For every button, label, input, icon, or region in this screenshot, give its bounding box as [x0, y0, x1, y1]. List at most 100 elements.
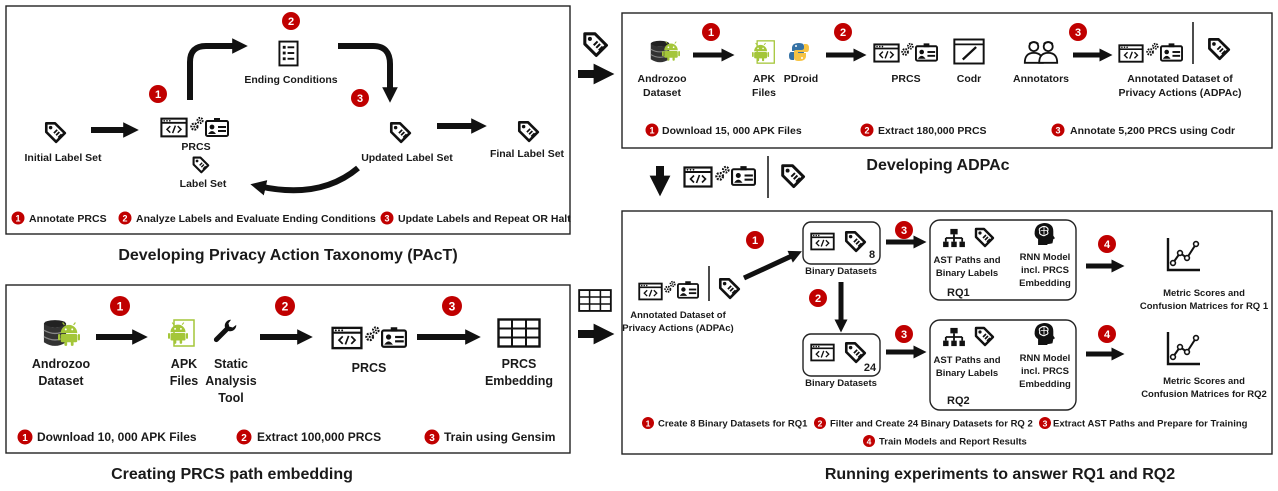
emb-tool-line1: Static	[214, 357, 248, 371]
rq2-rnn-line1: RNN Model	[1020, 353, 1071, 364]
emb-legend-2: 2 Extract 100,000 PRCS	[236, 429, 381, 445]
ending-conditions-label: Ending Conditions	[244, 74, 337, 86]
rq1-dataset-count: 8	[869, 249, 875, 261]
label-set-tag-icon	[192, 156, 210, 174]
rq1-rnn-line3: Embedding	[1019, 278, 1071, 289]
id-card-icon	[731, 165, 756, 186]
rq2-metrics-line2: Confusion Matrices for RQ2	[1141, 389, 1267, 400]
exp-legend-1: 1 Create 8 Binary Datasets for RQ1	[642, 417, 808, 430]
annotators-icon	[1023, 41, 1059, 64]
hierarchy-icon	[942, 327, 966, 347]
embedding-title: Creating PRCS path embedding	[111, 466, 353, 483]
rq1-model-box	[929, 219, 1077, 301]
adpac-dataset-line2: Privacy Actions (ADPAc)	[1118, 87, 1241, 99]
badge-number: 4	[867, 437, 872, 447]
python-icon	[789, 43, 809, 61]
emb-badge-3: 3	[442, 296, 462, 316]
badge-number: 3	[1055, 126, 1060, 136]
rq1-datasets-box	[802, 221, 881, 265]
emb-apk-line1: APK	[171, 357, 197, 371]
adpac-annotators-label: Annotators	[1013, 73, 1069, 85]
id-card-icon	[915, 42, 938, 62]
adpac-badge-2: 2	[834, 23, 852, 41]
badge-number: 3	[1075, 27, 1081, 39]
rq2-rnn-line3: Embedding	[1019, 379, 1071, 390]
exp-input-line1: Annotated Dataset of	[630, 310, 726, 321]
exp-badge-4a: 4	[1098, 235, 1116, 253]
adpac-dataset-line1: Annotated Dataset of	[1127, 73, 1233, 85]
emb-apk-line2: Files	[170, 374, 199, 388]
badge-number: 1	[155, 89, 161, 101]
rq2-rnn-line2: incl. PRCS	[1021, 366, 1069, 377]
emb-step3-text: Train using Gensim	[444, 430, 555, 444]
badge-number: 2	[864, 126, 869, 136]
pact-flow-badge-2: 2	[282, 12, 300, 30]
exp-step1-text: Create 8 Binary Datasets for RQ1	[658, 419, 808, 430]
code-window-icon	[683, 166, 713, 188]
code-window-icon	[1118, 44, 1144, 63]
rq1-ast-line2: Binary Labels	[936, 268, 998, 279]
adpac-step1-text: Download 15, 000 APK Files	[662, 125, 802, 137]
adpac-badge-3: 3	[1069, 23, 1087, 41]
rq1-label: RQ1	[947, 287, 970, 299]
emb-androzoo-line2: Dataset	[38, 374, 84, 388]
adpac-prcs-label: PRCS	[891, 73, 920, 85]
gears-icon	[715, 165, 730, 181]
adpac-legend-1: 1 Download 15, 000 APK Files	[645, 123, 802, 137]
experiments-title: Running experiments to answer RQ1 and RQ…	[825, 466, 1175, 483]
emb-prcs-embedding-line2: Embedding	[485, 374, 553, 388]
adpac-legend-3: 3 Annotate 5,200 PRCS using Codr	[1051, 123, 1235, 137]
codr-window-icon	[953, 38, 985, 65]
updated-label-tag-icon	[389, 121, 412, 144]
embedding-panel: Androzoo Dataset 1 APK Files Static Anal…	[5, 284, 571, 454]
rq1-metrics-line1: Metric Scores and	[1163, 288, 1245, 299]
final-label-tag-icon	[517, 120, 540, 143]
code-window-icon	[160, 117, 188, 138]
emb-step1-text: Download 10, 000 APK Files	[37, 430, 197, 444]
emb-tool-line3: Tool	[218, 391, 243, 405]
adpac-step2-text: Extract 180,000 PRCS	[878, 125, 987, 137]
badge-number: 3	[429, 433, 435, 444]
adpac-apk-line1: APK	[753, 73, 776, 85]
gears-icon	[901, 42, 914, 56]
badge-number: 1	[117, 300, 124, 314]
id-card-icon	[381, 326, 407, 348]
pact-title: Developing Privacy Action Taxonomy (PAcT…	[118, 247, 457, 264]
badge-number: 2	[815, 293, 821, 305]
apk-file-icon	[168, 320, 194, 346]
emb-androzoo-line1: Androzoo	[32, 357, 91, 371]
pact-flow-badge-3: 3	[351, 89, 369, 107]
rq2-ast-line2: Binary Labels	[936, 368, 998, 379]
id-card-icon	[205, 117, 229, 137]
wrench-icon	[213, 319, 237, 343]
tag-icon	[781, 164, 806, 189]
emb-step2-text: Extract 100,000 PRCS	[257, 430, 381, 444]
badge-number: 2	[122, 214, 127, 224]
emb-prcs-embedding-line1: PRCS	[502, 357, 537, 371]
badge-number: 3	[1043, 419, 1048, 429]
tag-icon	[844, 230, 867, 253]
rq2-dataset-count: 24	[864, 362, 877, 374]
badge-number: 2	[288, 16, 294, 28]
adpac-panel: Androzoo Dataset 1 APK Files PDroid 2 PR…	[621, 12, 1273, 149]
line-chart-icon	[1166, 330, 1202, 366]
pact-legend-1: 1 Annotate PRCS	[11, 211, 107, 225]
rq2-binary-datasets-label: Binary Datasets	[805, 378, 877, 389]
adpac-title: Developing ADPAc	[866, 157, 1009, 174]
connector-top	[578, 32, 615, 85]
gears-icon	[365, 326, 380, 342]
emb-legend-1: 1 Download 10, 000 APK Files	[17, 429, 197, 445]
adpac-codr-label: Codr	[957, 73, 982, 85]
code-window-icon	[331, 326, 363, 350]
tag-icon	[844, 341, 867, 364]
rq1-rnn-line2: incl. PRCS	[1021, 265, 1069, 276]
pact-prcs-label: PRCS	[181, 141, 210, 153]
badge-number: 1	[22, 433, 28, 444]
label-set-label: Label Set	[180, 178, 227, 190]
exp-legend-4: 4 Train Models and Report Results	[863, 435, 1027, 448]
initial-label-tag-icon	[44, 121, 67, 144]
pact-panel: Initial Label Set PRCS Label Set Ending …	[5, 5, 571, 235]
badge-number: 2	[282, 300, 289, 314]
rq2-model-box	[929, 319, 1077, 411]
